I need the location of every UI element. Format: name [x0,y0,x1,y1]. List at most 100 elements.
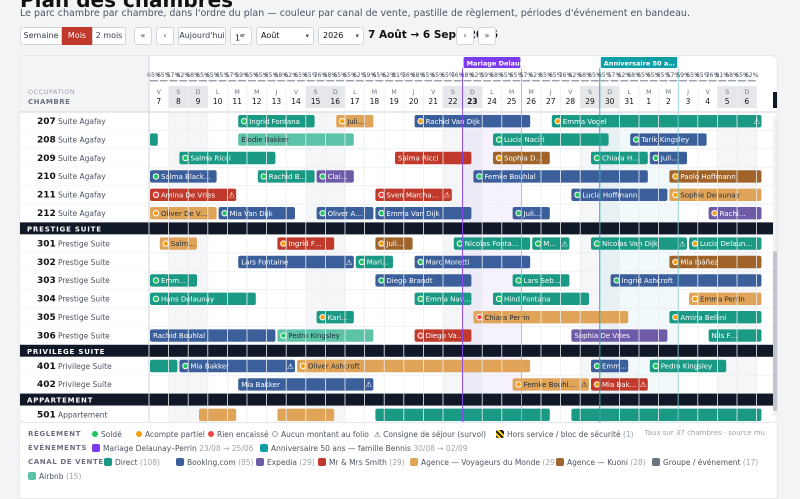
booking-bar[interactable] [395,151,472,165]
prev-button[interactable]: ‹ [156,27,174,45]
occupancy-bar [610,80,619,82]
occupancy-bar [443,80,452,82]
occupancy-value: 65% [157,72,171,79]
booking-bar[interactable] [150,188,237,201]
occupancy-value: 65% [206,72,220,79]
day-number: 15 [311,97,321,106]
booking-bar[interactable] [355,255,393,269]
first-button[interactable]: « [134,27,152,45]
booking-bar[interactable] [708,207,762,220]
booking-guest: Femke Bouhl… [524,381,576,389]
booking-bar[interactable] [218,207,295,220]
occupancy-bar [649,80,658,82]
payment-dot [340,119,345,124]
view-week-button[interactable]: Semaine [20,27,62,45]
warning-icon: ⚠ [581,380,588,389]
event-banner[interactable] [463,57,521,68]
booking-bar[interactable] [375,237,413,250]
day-weekday: V [157,89,162,96]
weekend-header [580,86,600,108]
payment-dot [379,278,384,283]
booking-bar[interactable] [375,188,452,201]
booking-bar[interactable] [150,329,276,342]
booking-bar[interactable] [630,133,707,146]
booking-bar[interactable] [493,133,609,146]
booking-guest: Salma Ricci [190,155,231,163]
booking-bar[interactable] [150,133,158,146]
booking-bar[interactable] [159,237,197,250]
booking-bar[interactable] [689,237,762,250]
room-label-cell [20,375,149,394]
occupancy-value: 68% [412,72,426,79]
scrollbar-thumb[interactable] [773,251,777,411]
view-two-months-button[interactable]: 2 mois [92,27,126,45]
booking-bar[interactable] [669,311,762,324]
booking-bar[interactable] [649,359,727,373]
booking-bar[interactable] [238,133,354,146]
booking-bar[interactable] [669,170,762,183]
occupancy-value: 68% [461,72,475,79]
booking-bar[interactable] [316,170,354,183]
booking-bar[interactable] [669,188,762,201]
day-number: 24 [487,97,497,106]
view-month-button[interactable]: Mois [62,27,92,45]
room-label-cell [20,148,149,168]
year-select[interactable]: 2026▾ [318,27,364,45]
booking-guest: Sophia D… [504,155,542,163]
booking-bar[interactable] [238,115,315,128]
booking-bar[interactable] [150,207,217,220]
booking-bar[interactable] [199,408,237,421]
payment-dot [496,137,502,142]
booking-bar[interactable] [336,115,374,128]
room-number: 501 [37,411,56,421]
day-select[interactable]: 1er [230,27,252,45]
booking-bar[interactable] [473,311,629,324]
booking-bar[interactable] [238,255,354,269]
month-select[interactable]: Août▾ [256,27,314,45]
occupancy-bar [208,80,217,82]
booking-guest: Oliver De V… [161,210,208,218]
booking-bar[interactable] [669,255,762,269]
booking-bar[interactable] [689,292,762,305]
booking-bar[interactable] [150,274,197,287]
booking-bar[interactable] [649,151,687,165]
room-type: Privilege Suite [58,380,112,389]
booking-bar[interactable] [316,311,354,324]
booking-bar[interactable] [571,408,762,421]
occupancy-value: 59% [676,72,690,79]
last-button[interactable]: » [478,27,496,45]
booking-bar[interactable] [708,329,762,342]
booking-bar[interactable] [532,237,570,250]
room-label-cell [20,112,149,131]
weekend-header [168,86,189,108]
booking-bar[interactable] [150,359,178,373]
weekend-header [717,86,737,108]
booking-bar[interactable] [179,359,295,373]
legend-event-wedding: Mariage Delaunay–Perrin 23/08 → 25/06 [92,444,253,453]
booking-bar[interactable] [610,274,762,287]
next-button[interactable]: › [456,27,474,45]
occupancy-bar [247,80,256,82]
day-weekday: V [568,89,573,96]
event-banner[interactable] [600,57,678,68]
payment-dot [673,315,678,320]
section-header [20,344,777,357]
day-weekday: L [627,89,631,96]
occupancy-bar [512,80,521,82]
day-number: 14 [291,97,301,106]
booking-bar[interactable] [591,359,629,373]
section-title: PRIVILEGE SUITE [27,348,105,356]
occupancy-value: 59% [363,72,377,79]
booking-bar[interactable] [512,378,589,391]
booking-bar[interactable] [414,255,531,269]
booking-bar[interactable] [297,359,531,373]
booking-bar[interactable] [150,292,256,305]
booking-bar[interactable] [414,115,531,128]
section-header [20,222,777,235]
booking-bar[interactable] [551,115,762,128]
booking-guest: Lucia Delaun… [700,240,752,248]
booking-bar[interactable] [150,170,217,183]
today-button[interactable]: Aujourd'hui [178,27,226,45]
booking-bar[interactable] [512,207,550,220]
booking-bar[interactable] [453,237,531,250]
